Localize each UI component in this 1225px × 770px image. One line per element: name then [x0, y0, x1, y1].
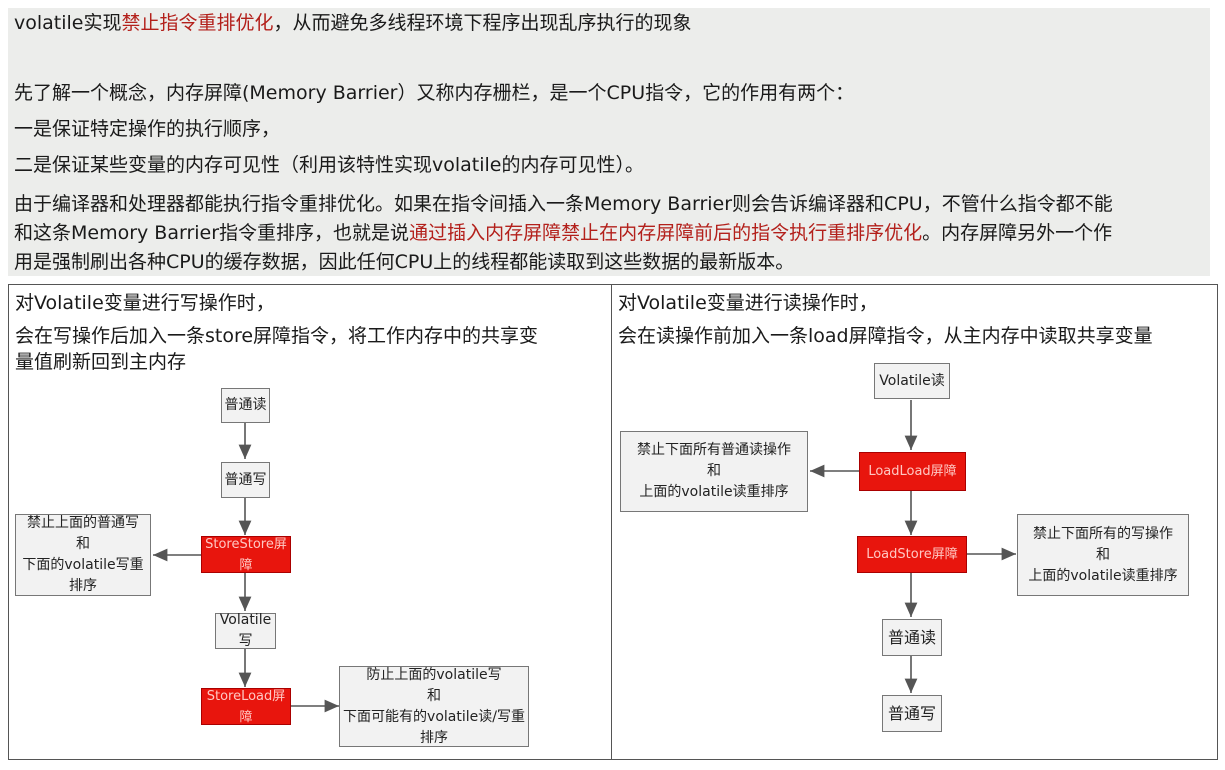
write-desc-1: 会在写操作后加入一条store屏障指令，将工作内存中的共享变	[15, 325, 539, 347]
node-normal-write: 普通写	[882, 695, 942, 732]
highlight-text: 禁止指令重排优化	[121, 12, 274, 34]
node-volatile-write: Volatile写	[215, 612, 276, 649]
read-desc-1: 会在读操作前加入一条load屏障指令，从主内存中读取共享变量	[618, 325, 1153, 347]
flow-arrows	[153, 400, 1016, 713]
intro-line-6: 和这条Memory Barrier指令重排序，也就是说通过插入内存屏障禁止在内存…	[14, 222, 1113, 244]
node-loadload-barrier: LoadLoad屏障	[859, 452, 966, 491]
write-heading: 对Volatile变量进行写操作时，	[15, 292, 275, 314]
intro-line-3: 一是保证特定操作的执行顺序，	[14, 118, 281, 140]
note-loadload: 禁止下面所有普通读操作和上面的volatile读重排序	[620, 431, 808, 512]
intro-line-1: volatile实现禁止指令重排优化，从而避免多线程环境下程序出现乱序执行的现象	[14, 12, 692, 34]
intro-line-7: 用是强制刷出各种CPU的缓存数据，因此任何CPU上的线程都能读取到这些数据的最新…	[14, 251, 795, 273]
node-normal-write: 普通写	[221, 462, 270, 498]
read-heading: 对Volatile变量进行读操作时，	[618, 292, 878, 314]
barrier-panels: 对Volatile变量进行写操作时， 会在写操作后加入一条store屏障指令，将…	[8, 284, 1218, 760]
node-volatile-read: Volatile读	[874, 363, 950, 399]
node-loadstore-barrier: LoadStore屏障	[857, 536, 967, 573]
node-storeload-barrier: StoreLoad屏障	[201, 688, 291, 725]
note-loadstore: 禁止下面所有的写操作和上面的volatile读重排序	[1017, 514, 1189, 596]
intro-section: volatile实现禁止指令重排优化，从而避免多线程环境下程序出现乱序执行的现象…	[8, 8, 1210, 276]
intro-line-2: 先了解一个概念，内存屏障(Memory Barrier）又称内存栅栏，是一个CP…	[14, 82, 855, 104]
node-storestore-barrier: StoreStore屏障	[201, 536, 291, 573]
intro-line-5: 由于编译器和处理器都能执行指令重排优化。如果在指令间插入一条Memory Bar…	[14, 193, 1113, 215]
node-normal-read: 普通读	[221, 388, 270, 423]
highlight-text: 通过插入内存屏障禁止在内存屏障前后的指令执行重排序优化	[409, 222, 923, 244]
node-normal-read: 普通读	[882, 619, 942, 656]
note-storestore: 禁止上面的普通写和下面的volatile写重排序	[15, 514, 151, 596]
write-desc-2: 量值刷新回到主内存	[15, 351, 187, 373]
panel-divider	[611, 285, 612, 759]
intro-line-4: 二是保证某些变量的内存可见性（利用该特性实现volatile的内存可见性）。	[14, 154, 644, 176]
note-storeload: 防止上面的volatile写和下面可能有的volatile读/写重排序	[339, 666, 529, 747]
